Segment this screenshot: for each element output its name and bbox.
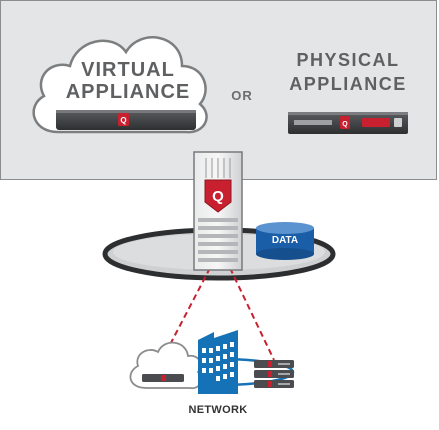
physical-appliance-label-line1: PHYSICAL (296, 50, 400, 70)
building-icon (198, 330, 238, 394)
network-cloud-icon (129, 341, 203, 390)
or-label: OR (231, 88, 253, 103)
data-cylinder-icon (256, 222, 314, 260)
virtual-appliance-device-icon: Q (56, 110, 196, 130)
svg-text:Q: Q (212, 188, 224, 205)
virtual-appliance-label-line1: VIRTUAL (81, 59, 175, 81)
virtual-cloud-icon (32, 36, 208, 134)
connection-lines (161, 267, 275, 361)
server-tower-icon: Q (193, 151, 243, 271)
network-label: NETWORK (188, 404, 248, 416)
network-server-stack-icon (254, 360, 294, 388)
physical-appliance-label-line2: APPLIANCE (289, 74, 407, 94)
svg-text:Q: Q (120, 116, 126, 125)
virtual-appliance-label-line2: APPLIANCE (65, 81, 191, 103)
physical-appliance-device-icon: Q (288, 112, 408, 134)
svg-text:Q: Q (342, 121, 348, 128)
data-label: DATA (271, 235, 299, 246)
